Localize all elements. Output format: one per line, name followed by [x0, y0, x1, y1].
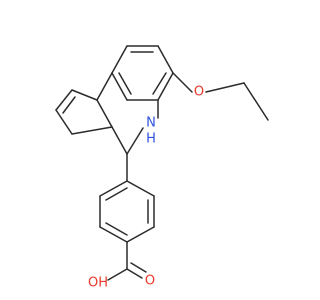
bond-ring-b-2 — [96, 99, 113, 128]
carbonyl-oxygen-label: O — [145, 274, 155, 289]
bond-ring-c-1 — [71, 89, 98, 101]
bond-c-oh — [107, 268, 128, 281]
bond-ring-b-1 — [96, 72, 113, 101]
bond-ring-a-double-3 — [152, 72, 167, 95]
bond-ring-a-1 — [157, 45, 174, 74]
bond-ring-d-6 — [99, 180, 128, 197]
molecule-structure: O N H O OH — [55, 45, 269, 291]
bond-ring-a-3 — [111, 45, 128, 74]
bond-carbonyl-double — [130, 262, 147, 273]
bond-ring-c-double — [62, 96, 76, 114]
bonds — [55, 45, 269, 281]
bond-ethyl-ch3-ch2 — [243, 82, 269, 121]
bond-ring-d-3 — [126, 226, 155, 243]
amine-nitrogen-label: N — [146, 116, 156, 131]
bond-ring-b-3 — [111, 126, 128, 155]
atom-labels: O N H O OH — [88, 85, 204, 291]
bond-ring-d-1 — [126, 180, 155, 197]
bond-ring-d-double-3 — [105, 187, 128, 201]
bond-ring-a-4 — [111, 72, 128, 101]
bond-carbonyl-single — [126, 268, 143, 279]
bond-ring-c-2 — [55, 89, 73, 111]
ether-oxygen-label: O — [194, 85, 204, 100]
bond-ring-a-6 — [157, 72, 174, 101]
bond-ring-c-3 — [55, 109, 73, 135]
hydroxyl-label: OH — [88, 276, 108, 291]
amine-hydrogen-label: H — [146, 132, 156, 147]
bond-ring-d-4 — [99, 226, 128, 243]
bond-ethyl-ch2-o — [205, 82, 245, 93]
bond-ring-c-4 — [71, 126, 113, 135]
bond-ring-d-double-2 — [105, 222, 128, 236]
bond-ring-a-double-2 — [118, 72, 132, 95]
bond-ring-b-4 — [126, 127, 144, 155]
bond-o-aryl — [172, 72, 193, 93]
